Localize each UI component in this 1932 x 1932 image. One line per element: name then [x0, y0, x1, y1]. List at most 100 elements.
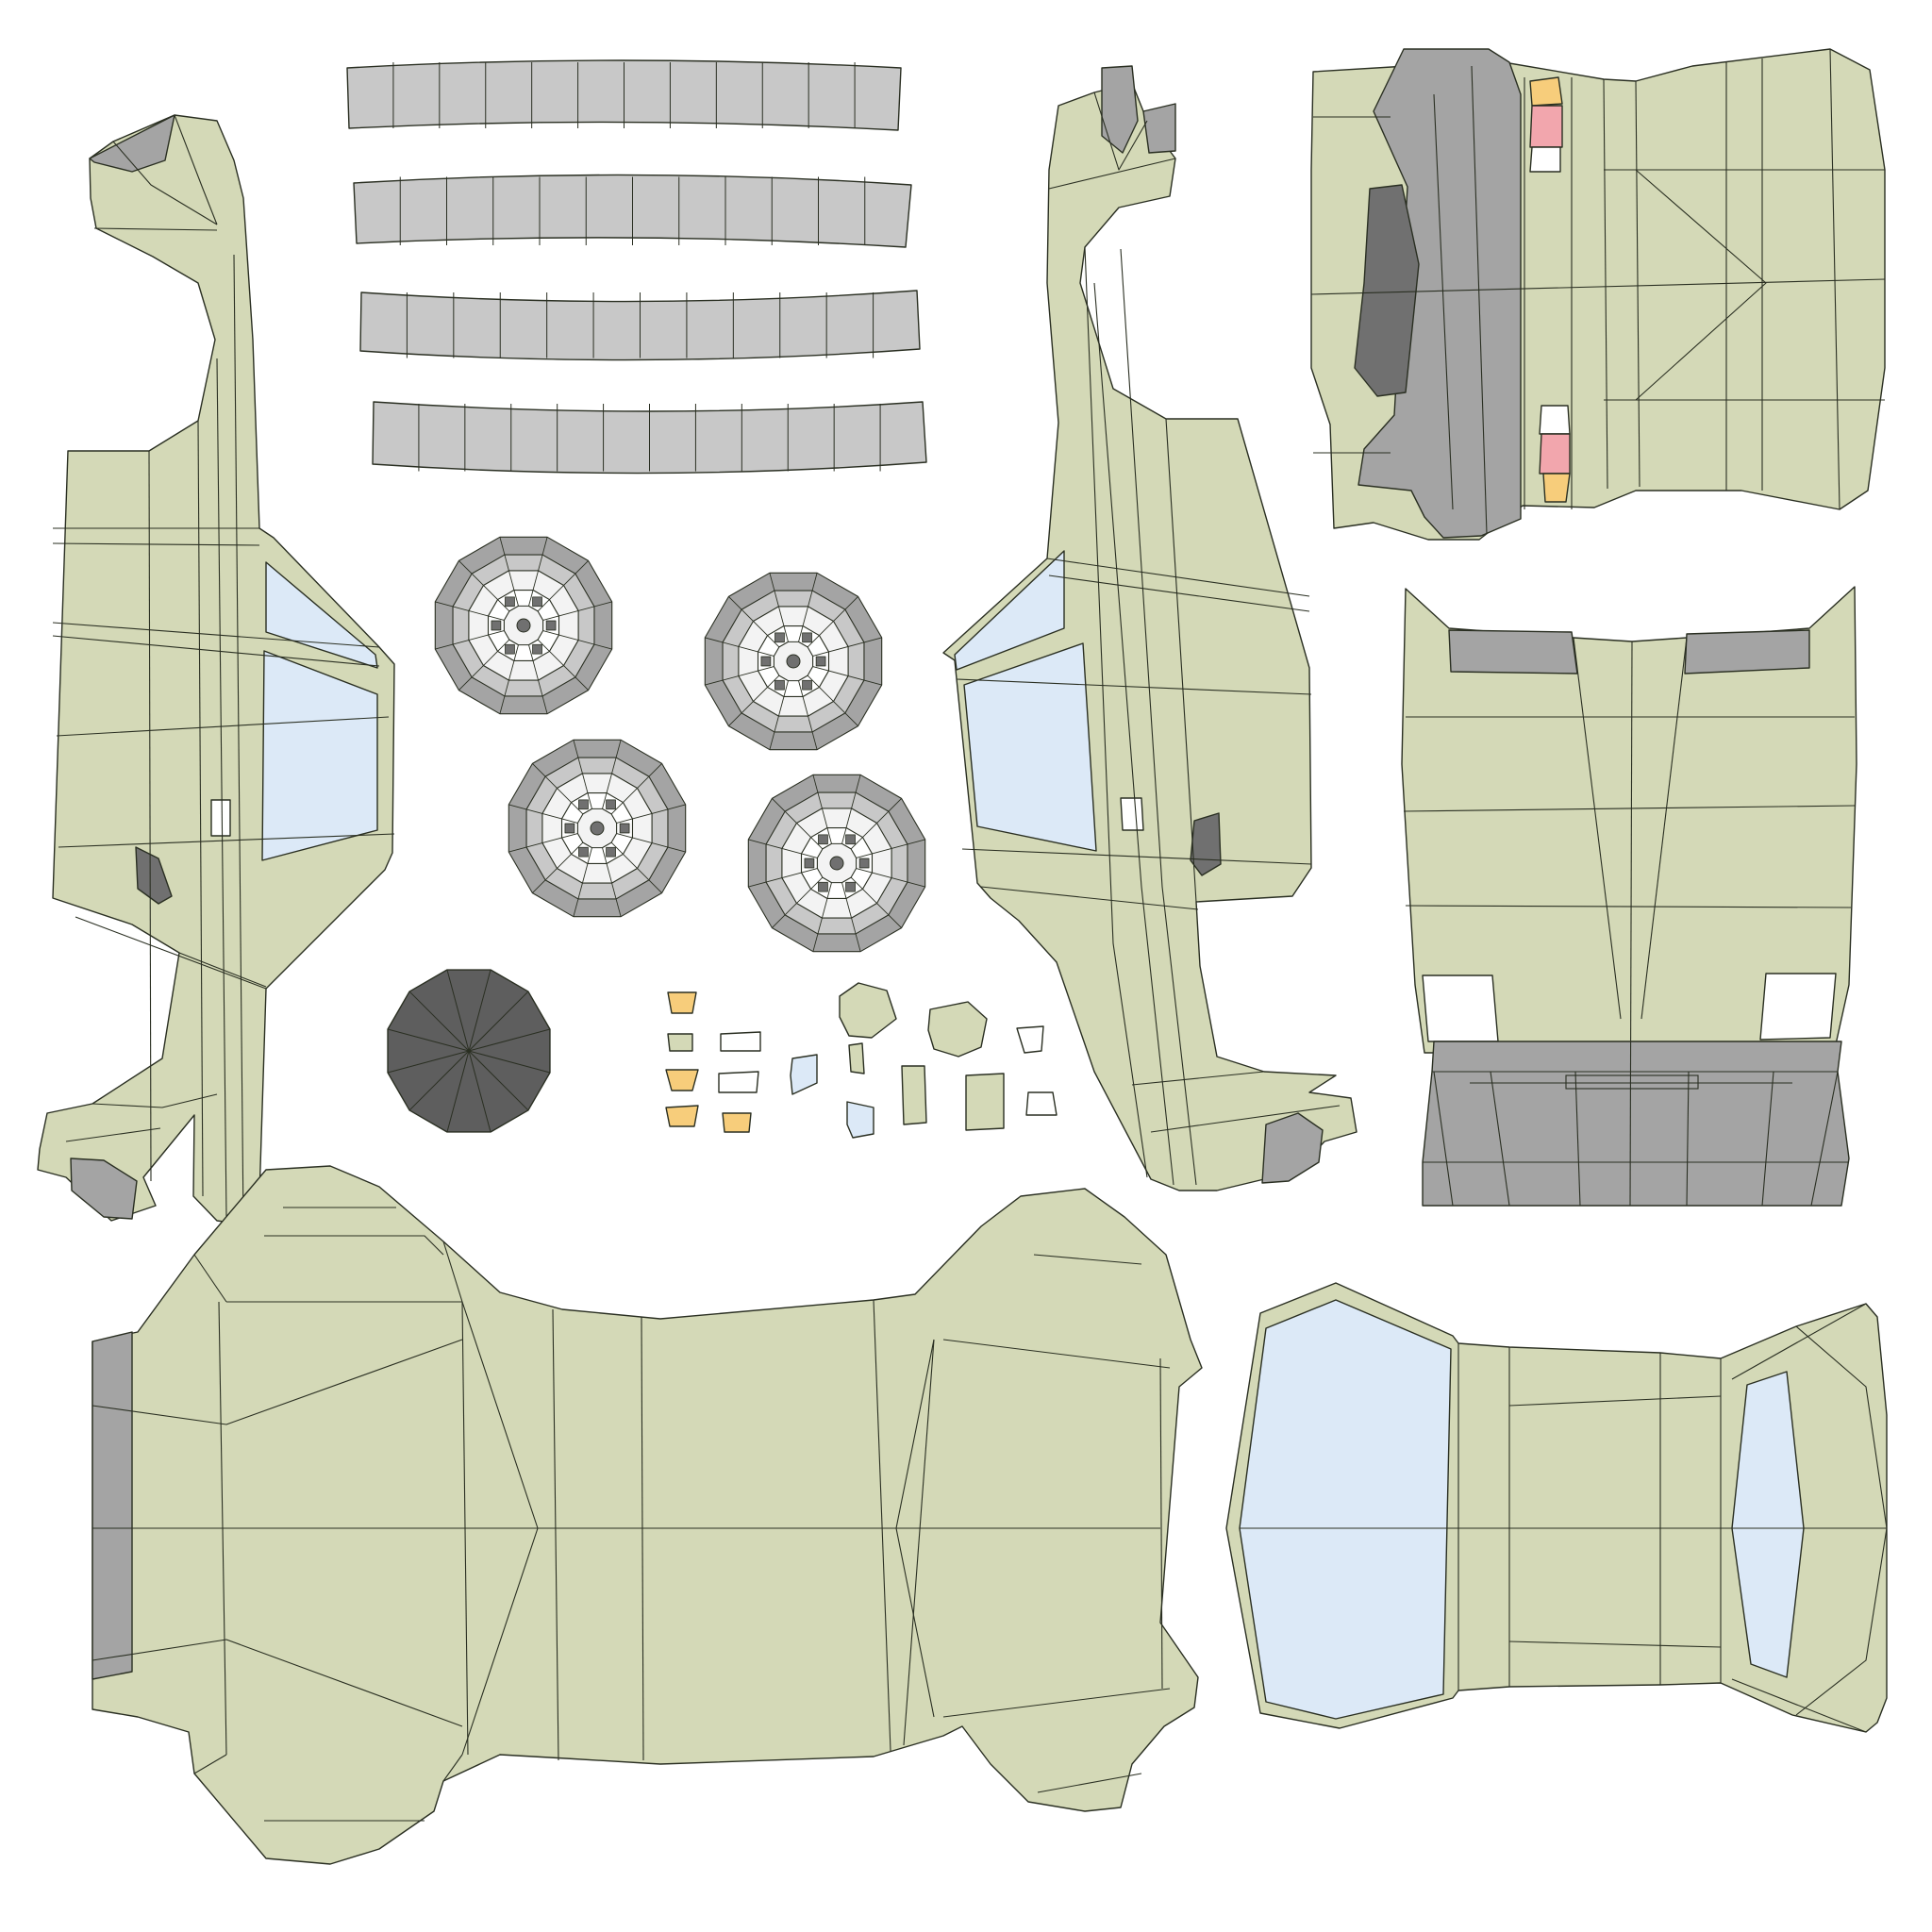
hub-center	[590, 821, 605, 836]
left-side-panel-island	[37, 114, 395, 1227]
lug-nut	[564, 823, 575, 834]
tire-edge	[468, 1050, 491, 1133]
lug-nut	[845, 834, 856, 845]
wheel-spoke-edge	[812, 882, 832, 952]
wheel-spoke-edge	[616, 833, 686, 853]
wheel-spoke-edge	[798, 680, 818, 750]
lug-nut	[818, 834, 828, 845]
wheel-spoke-edge	[728, 596, 780, 648]
wheel-spoke-edge	[728, 675, 780, 726]
wheel-spoke-edge	[610, 841, 662, 893]
body-part-small-1	[667, 1033, 693, 1052]
lug-nut	[532, 596, 542, 608]
wheel-spoke-edge	[841, 774, 861, 844]
body-part-small-4	[927, 1001, 988, 1058]
trim-strip-3	[359, 290, 921, 361]
wheel-spoke-edge	[812, 637, 882, 657]
tire-edge	[446, 969, 470, 1052]
hood-island	[1401, 586, 1857, 1207]
tire-edge	[468, 1050, 551, 1074]
wheel-spoke-edge	[807, 675, 858, 726]
wheel-spoke-edge	[532, 763, 584, 815]
trim-strip-1	[346, 59, 902, 131]
trim-strip-2	[353, 174, 912, 248]
lug-nut	[532, 643, 542, 655]
tire-edge	[387, 1028, 470, 1052]
tire-edge	[468, 969, 491, 1052]
white-light-part-1	[720, 1031, 761, 1052]
windshield-roof-island	[1225, 1282, 1888, 1733]
lug-nut	[802, 679, 812, 691]
trim-strip-4	[372, 401, 927, 475]
wheel-spoke-edge	[528, 537, 548, 607]
amber-light-part-4	[722, 1112, 752, 1133]
white-part-2	[1025, 1091, 1058, 1116]
wheel-spoke-edge	[532, 841, 584, 893]
wheel-spoke-edge	[573, 847, 592, 917]
wheel-spoke-edge	[537, 560, 589, 612]
lug-nut	[578, 846, 589, 858]
wheel-spoke-edge	[748, 839, 818, 858]
wheel-spoke-edge	[573, 740, 592, 809]
wheel-spoke-edge	[458, 639, 510, 691]
wheel-spoke-edge	[772, 798, 824, 850]
wheel-spoke-edge	[499, 537, 519, 607]
wheel-spoke-edge	[812, 666, 882, 686]
rear-panel-island	[1310, 48, 1886, 541]
trim-strip-islands	[346, 59, 927, 475]
wheel-spoke-edge	[705, 666, 774, 686]
wheel-spoke-edge	[748, 868, 818, 888]
tire-edge	[468, 1050, 529, 1111]
body-part-small-5	[901, 1065, 927, 1125]
wheel-spoke-edge	[841, 882, 861, 952]
lug-nut	[858, 858, 870, 869]
body-part-small-2	[848, 1042, 865, 1074]
lug-nut	[804, 858, 815, 869]
tire-island	[387, 969, 551, 1133]
amber-light-part-2	[665, 1069, 699, 1091]
wheel-spoke-edge	[602, 847, 622, 917]
lug-nut	[774, 679, 785, 691]
tire-edge	[387, 1050, 470, 1074]
wheel-spoke-edge	[769, 573, 789, 642]
glass-part-2	[846, 1101, 874, 1139]
hub-center	[516, 618, 531, 633]
tire-edge	[468, 991, 529, 1052]
white-light-part-2	[718, 1071, 759, 1093]
glass-part-1	[790, 1054, 818, 1095]
lug-nut	[606, 799, 616, 810]
wheel-1	[434, 536, 613, 715]
tire-edge	[408, 1050, 470, 1111]
lug-nut	[774, 632, 785, 643]
wheel-spoke-edge	[705, 637, 774, 657]
wheel-spoke-edge	[856, 839, 925, 858]
wheel-spoke-edge	[602, 740, 622, 809]
tire-edge	[408, 991, 470, 1052]
wheel-spoke-edge	[508, 804, 578, 824]
wheel-3	[508, 739, 687, 918]
wheel-spoke-edge	[458, 560, 510, 612]
lug-nut	[545, 620, 557, 631]
wheel-4	[747, 774, 926, 953]
lug-nut	[619, 823, 630, 834]
wheel-spoke-edge	[537, 639, 589, 691]
hub-center	[829, 856, 844, 871]
amber-light-part-1	[667, 991, 697, 1014]
lug-nut	[606, 846, 616, 858]
lug-nut	[802, 632, 812, 643]
lug-nut	[845, 881, 856, 892]
wheel-spoke-edge	[610, 763, 662, 815]
amber-light-part-3	[665, 1105, 699, 1127]
lug-nut	[491, 620, 502, 631]
tire-edge	[468, 1028, 551, 1052]
tire-edge	[446, 1050, 470, 1133]
lug-nut	[505, 643, 515, 655]
wheel-2	[704, 572, 883, 751]
small-parts-islands	[665, 982, 1058, 1139]
lug-nut	[505, 596, 515, 608]
lug-nut	[760, 656, 772, 667]
lug-nut	[578, 799, 589, 810]
wheel-spoke-edge	[616, 804, 686, 824]
wheel-spoke-edge	[528, 644, 548, 714]
